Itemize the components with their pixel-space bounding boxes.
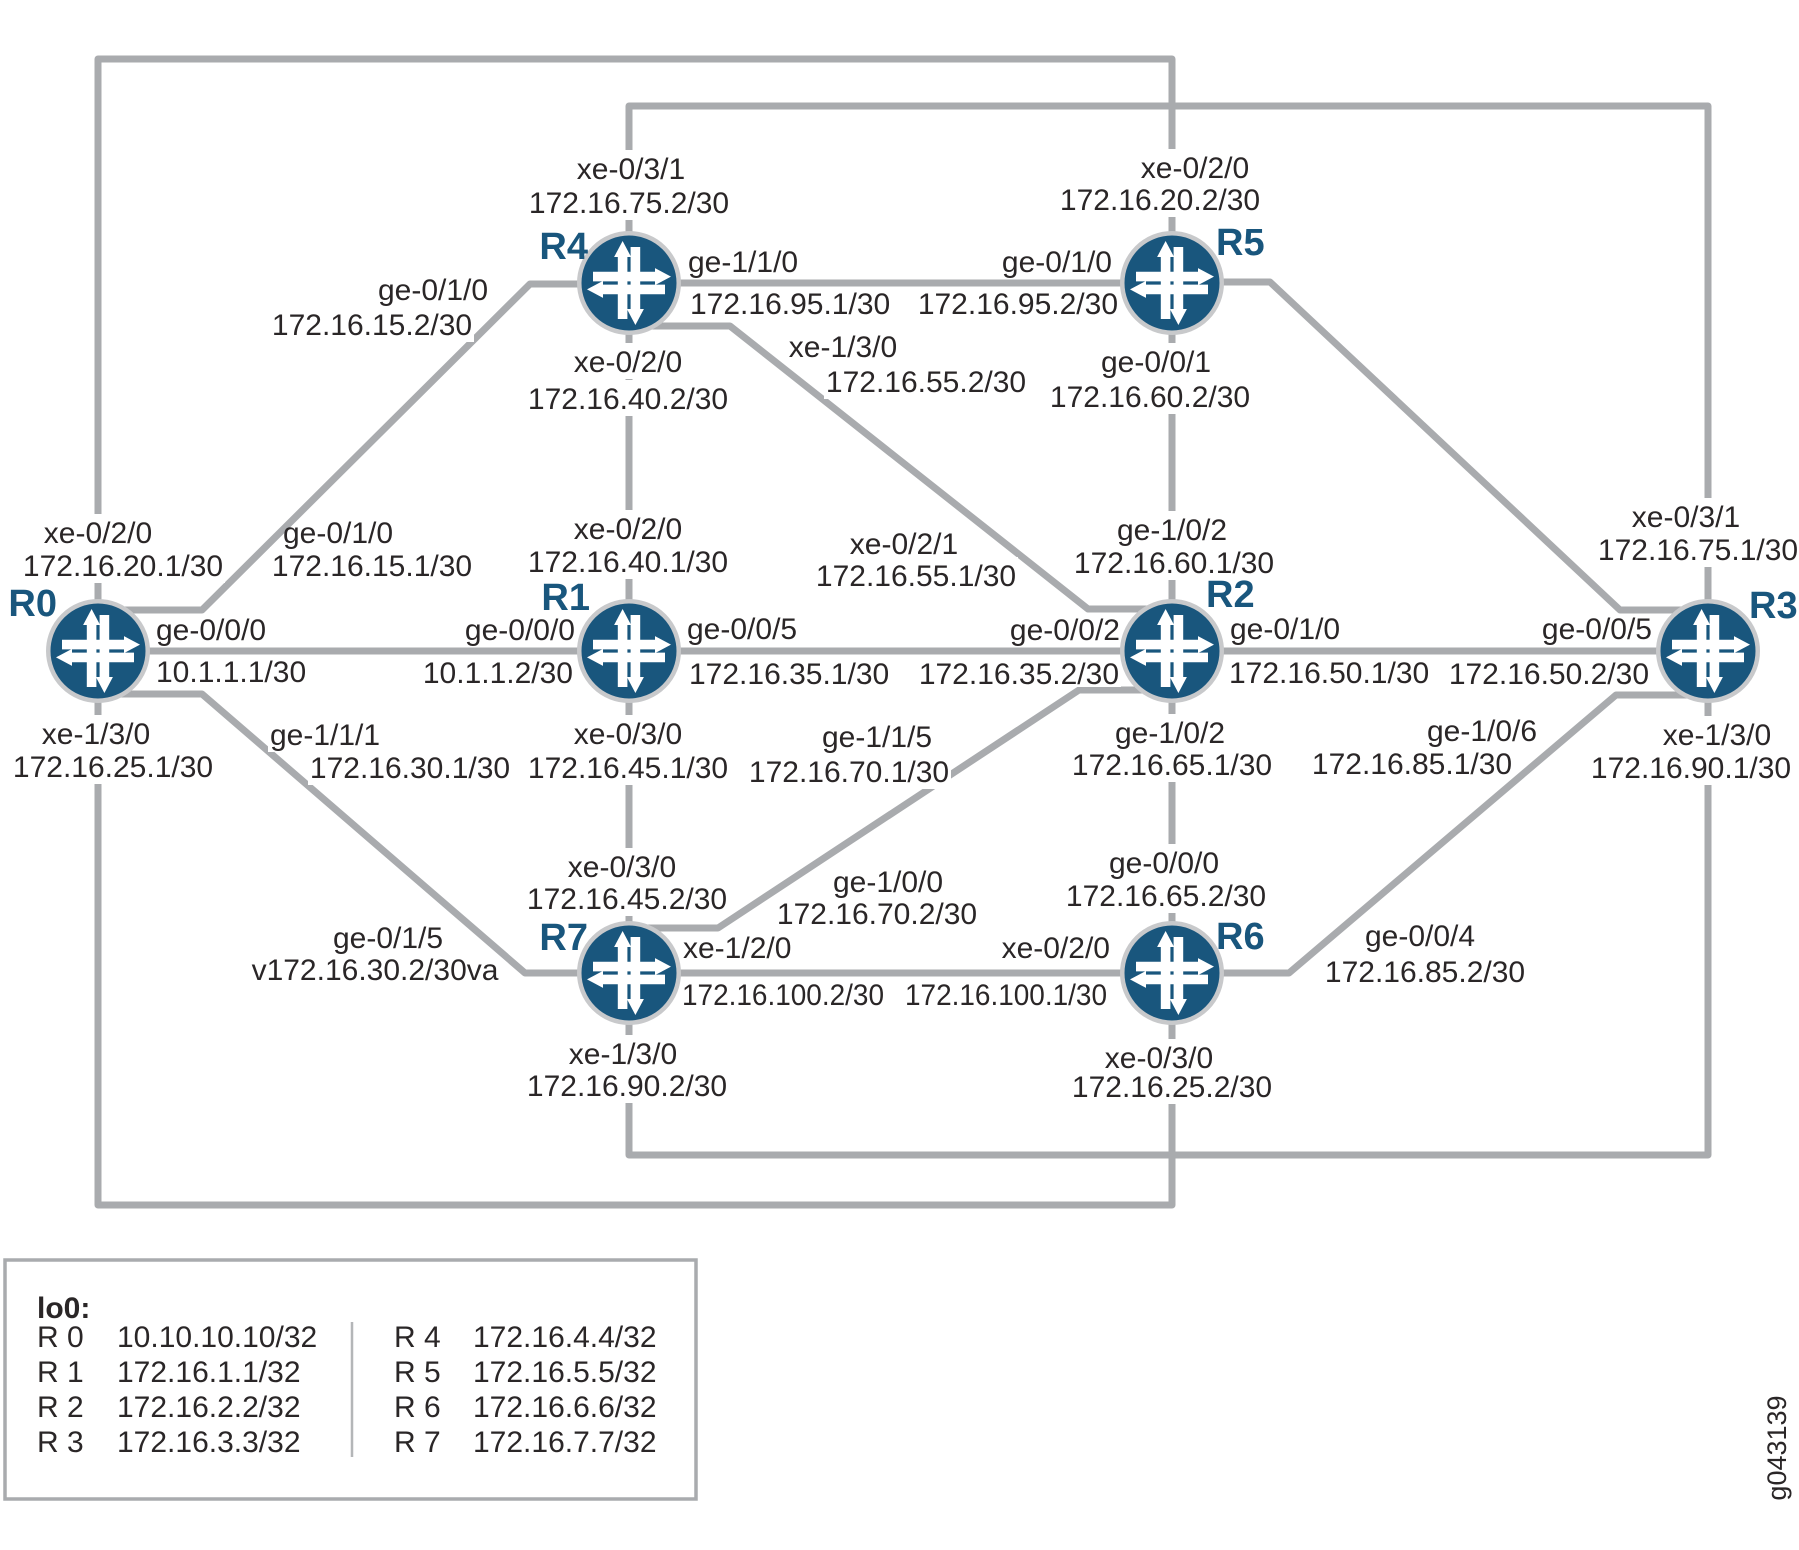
svg-text:lo0:: lo0: — [37, 1292, 90, 1325]
svg-text:172.16.65.1/30: 172.16.65.1/30 — [1072, 749, 1272, 782]
svg-text:R3: R3 — [1749, 585, 1798, 627]
svg-text:R7: R7 — [539, 917, 588, 959]
svg-text:172.16.90.2/30: 172.16.90.2/30 — [527, 1070, 727, 1103]
svg-text:172.16.100.1/30: 172.16.100.1/30 — [905, 979, 1107, 1012]
svg-text:172.16.3.3/32: 172.16.3.3/32 — [117, 1426, 301, 1459]
svg-text:xe-0/2/0: xe-0/2/0 — [44, 517, 152, 550]
svg-text:g043139: g043139 — [1762, 1395, 1792, 1500]
svg-text:172.16.75.1/30: 172.16.75.1/30 — [1598, 534, 1798, 567]
svg-text:ge-1/1/1: ge-1/1/1 — [270, 719, 380, 752]
svg-text:R4: R4 — [539, 226, 588, 268]
svg-text:172.16.50.2/30: 172.16.50.2/30 — [1449, 658, 1649, 691]
svg-text:172.16.95.2/30: 172.16.95.2/30 — [918, 288, 1118, 321]
svg-text:R6: R6 — [1216, 916, 1265, 958]
svg-text:172.16.35.2/30: 172.16.35.2/30 — [919, 658, 1119, 691]
svg-text:10.10.10.10/32: 10.10.10.10/32 — [117, 1321, 317, 1354]
svg-text:172.16.45.1/30: 172.16.45.1/30 — [528, 752, 728, 785]
svg-text:ge-0/1/0: ge-0/1/0 — [283, 517, 393, 550]
svg-text:ge-0/1/0: ge-0/1/0 — [378, 274, 488, 307]
svg-text:172.16.40.2/30: 172.16.40.2/30 — [528, 383, 728, 416]
svg-text:172.16.45.2/30: 172.16.45.2/30 — [527, 883, 727, 916]
svg-text:ge-0/0/0: ge-0/0/0 — [465, 614, 575, 647]
svg-text:R 5: R 5 — [394, 1356, 441, 1389]
svg-text:172.16.20.1/30: 172.16.20.1/30 — [23, 550, 223, 583]
svg-text:172.16.60.1/30: 172.16.60.1/30 — [1074, 547, 1274, 580]
svg-text:v172.16.30.2/30va: v172.16.30.2/30va — [252, 954, 499, 987]
svg-text:xe-1/3/0: xe-1/3/0 — [1663, 719, 1771, 752]
svg-text:xe-0/2/0: xe-0/2/0 — [574, 513, 682, 546]
svg-text:172.16.20.2/30: 172.16.20.2/30 — [1060, 184, 1260, 217]
svg-text:ge-0/0/4: ge-0/0/4 — [1365, 920, 1475, 953]
svg-text:R 6: R 6 — [394, 1391, 441, 1424]
svg-text:172.16.5.5/32: 172.16.5.5/32 — [473, 1356, 657, 1389]
svg-text:10.1.1.2/30: 10.1.1.2/30 — [423, 657, 573, 690]
svg-text:172.16.60.2/30: 172.16.60.2/30 — [1050, 381, 1250, 414]
svg-text:172.16.85.1/30: 172.16.85.1/30 — [1312, 748, 1512, 781]
svg-text:172.16.30.1/30: 172.16.30.1/30 — [310, 752, 510, 785]
svg-text:172.16.55.2/30: 172.16.55.2/30 — [826, 366, 1026, 399]
svg-text:172.16.65.2/30: 172.16.65.2/30 — [1066, 880, 1266, 913]
svg-text:R 7: R 7 — [394, 1426, 441, 1459]
svg-text:172.16.75.2/30: 172.16.75.2/30 — [529, 187, 729, 220]
svg-text:ge-1/1/0: ge-1/1/0 — [688, 246, 798, 279]
svg-text:172.16.55.1/30: 172.16.55.1/30 — [816, 560, 1016, 593]
svg-text:10.1.1.1/30: 10.1.1.1/30 — [156, 656, 306, 689]
svg-text:xe-0/3/1: xe-0/3/1 — [577, 153, 685, 186]
svg-text:172.16.90.1/30: 172.16.90.1/30 — [1591, 752, 1791, 785]
svg-text:172.16.40.1/30: 172.16.40.1/30 — [528, 546, 728, 579]
svg-text:172.16.70.2/30: 172.16.70.2/30 — [777, 898, 977, 931]
svg-text:ge-0/1/0: ge-0/1/0 — [1002, 246, 1112, 279]
svg-text:R 2: R 2 — [37, 1391, 84, 1424]
svg-text:ge-0/1/5: ge-0/1/5 — [333, 922, 443, 955]
svg-text:172.16.4.4/32: 172.16.4.4/32 — [473, 1321, 657, 1354]
svg-text:R2: R2 — [1206, 574, 1255, 616]
svg-text:ge-1/0/2: ge-1/0/2 — [1117, 514, 1227, 547]
svg-text:172.16.15.2/30: 172.16.15.2/30 — [272, 309, 472, 342]
svg-text:R 4: R 4 — [394, 1321, 441, 1354]
svg-text:R1: R1 — [541, 577, 590, 619]
svg-text:ge-1/0/0: ge-1/0/0 — [833, 866, 943, 899]
svg-text:ge-0/0/0: ge-0/0/0 — [156, 614, 266, 647]
svg-text:ge-0/0/0: ge-0/0/0 — [1109, 847, 1219, 880]
svg-text:xe-1/3/0: xe-1/3/0 — [569, 1038, 677, 1071]
svg-text:172.16.85.2/30: 172.16.85.2/30 — [1325, 956, 1525, 989]
svg-text:172.16.100.2/30: 172.16.100.2/30 — [682, 979, 884, 1012]
svg-text:ge-1/1/5: ge-1/1/5 — [822, 721, 932, 754]
svg-text:xe-0/3/0: xe-0/3/0 — [1105, 1042, 1213, 1075]
svg-text:172.16.1.1/32: 172.16.1.1/32 — [117, 1356, 301, 1389]
svg-text:ge-0/0/5: ge-0/0/5 — [1542, 613, 1652, 646]
svg-text:172.16.7.7/32: 172.16.7.7/32 — [473, 1426, 657, 1459]
svg-text:xe-0/3/1: xe-0/3/1 — [1632, 501, 1740, 534]
svg-text:xe-1/2/0: xe-1/2/0 — [683, 932, 791, 965]
svg-text:R 3: R 3 — [37, 1426, 84, 1459]
svg-text:xe-0/2/0: xe-0/2/0 — [574, 346, 682, 379]
svg-text:xe-1/3/0: xe-1/3/0 — [42, 718, 150, 751]
svg-text:xe-0/2/0: xe-0/2/0 — [1141, 152, 1249, 185]
svg-text:xe-0/2/0: xe-0/2/0 — [1002, 932, 1110, 965]
svg-text:172.16.35.1/30: 172.16.35.1/30 — [689, 658, 889, 691]
svg-text:ge-0/0/1: ge-0/0/1 — [1101, 346, 1211, 379]
svg-text:172.16.50.1/30: 172.16.50.1/30 — [1229, 657, 1429, 690]
svg-text:ge-1/0/6: ge-1/0/6 — [1427, 715, 1537, 748]
svg-text:172.16.25.1/30: 172.16.25.1/30 — [13, 751, 213, 784]
svg-text:172.16.6.6/32: 172.16.6.6/32 — [473, 1391, 657, 1424]
svg-text:R5: R5 — [1216, 222, 1265, 264]
svg-text:ge-0/0/5: ge-0/0/5 — [687, 613, 797, 646]
svg-text:172.16.70.1/30: 172.16.70.1/30 — [749, 756, 949, 789]
svg-text:ge-1/0/2: ge-1/0/2 — [1115, 717, 1225, 750]
svg-text:172.16.95.1/30: 172.16.95.1/30 — [690, 288, 890, 321]
svg-text:xe-0/2/1: xe-0/2/1 — [850, 528, 958, 561]
svg-text:R 0: R 0 — [37, 1321, 84, 1354]
svg-text:R 1: R 1 — [37, 1356, 84, 1389]
svg-text:R0: R0 — [8, 583, 57, 625]
svg-text:172.16.15.1/30: 172.16.15.1/30 — [272, 550, 472, 583]
svg-text:xe-0/3/0: xe-0/3/0 — [574, 718, 682, 751]
svg-text:xe-0/3/0: xe-0/3/0 — [568, 851, 676, 884]
svg-text:172.16.25.2/30: 172.16.25.2/30 — [1072, 1071, 1272, 1104]
svg-text:xe-1/3/0: xe-1/3/0 — [789, 331, 897, 364]
svg-text:ge-0/1/0: ge-0/1/0 — [1230, 613, 1340, 646]
svg-text:172.16.2.2/32: 172.16.2.2/32 — [117, 1391, 301, 1424]
svg-text:ge-0/0/2: ge-0/0/2 — [1010, 614, 1120, 647]
